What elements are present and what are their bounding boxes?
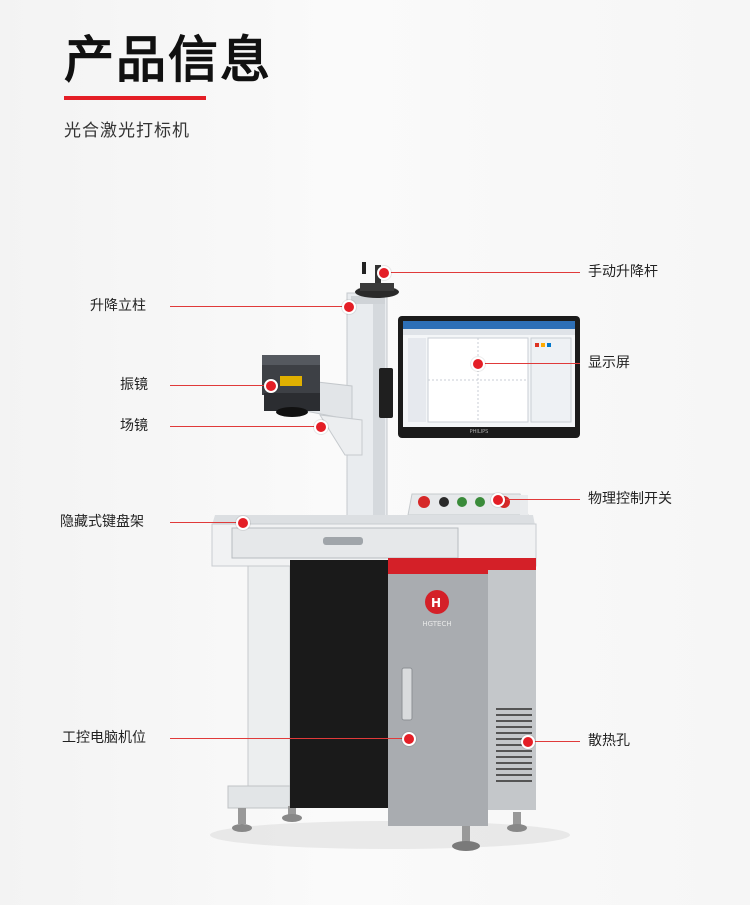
label-keyboard-tray: 隐藏式键盘架 xyxy=(60,514,144,530)
callout-dot-galvo xyxy=(264,379,278,393)
title-underline xyxy=(64,96,206,100)
callout-dot-manual-lift-rod xyxy=(377,266,391,280)
callout-line-display xyxy=(478,363,580,364)
label-vents: 散热孔 xyxy=(588,733,630,749)
brand-logo-text: HGTECH xyxy=(422,620,451,628)
callout-line-galvo xyxy=(170,385,270,386)
label-lift-column: 升降立柱 xyxy=(90,298,146,314)
svg-text:H: H xyxy=(431,596,441,610)
monitor-brand: PHILIPS xyxy=(470,429,489,435)
callout-line-switch xyxy=(498,499,580,500)
callout-dot-pc-bay xyxy=(402,732,416,746)
callout-dot-keyboard xyxy=(236,516,250,530)
callout-line-pc-bay xyxy=(170,738,408,739)
callout-line-field-lens xyxy=(170,426,320,427)
label-manual-lift-rod: 手动升降杆 xyxy=(588,264,658,280)
callout-dot-lift-column xyxy=(342,300,356,314)
callout-line-vents xyxy=(528,741,580,742)
callout-dot-field-lens xyxy=(314,420,328,434)
callout-line-lift-column xyxy=(170,306,348,307)
label-physical-switch: 物理控制开关 xyxy=(588,491,672,507)
label-pc-bay: 工控电脑机位 xyxy=(62,730,146,746)
label-galvo: 振镜 xyxy=(120,377,148,393)
callout-dot-vents xyxy=(521,735,535,749)
callout-dot-display xyxy=(471,357,485,371)
label-field-lens: 场镜 xyxy=(120,418,148,434)
callout-dot-switch xyxy=(491,493,505,507)
page-title: 产品信息 xyxy=(64,31,272,89)
page-subtitle: 光合激光打标机 xyxy=(64,121,190,141)
callout-line-keyboard xyxy=(170,522,242,523)
callout-line-manual-lift-rod xyxy=(384,272,580,273)
label-display-screen: 显示屏 xyxy=(588,355,630,371)
